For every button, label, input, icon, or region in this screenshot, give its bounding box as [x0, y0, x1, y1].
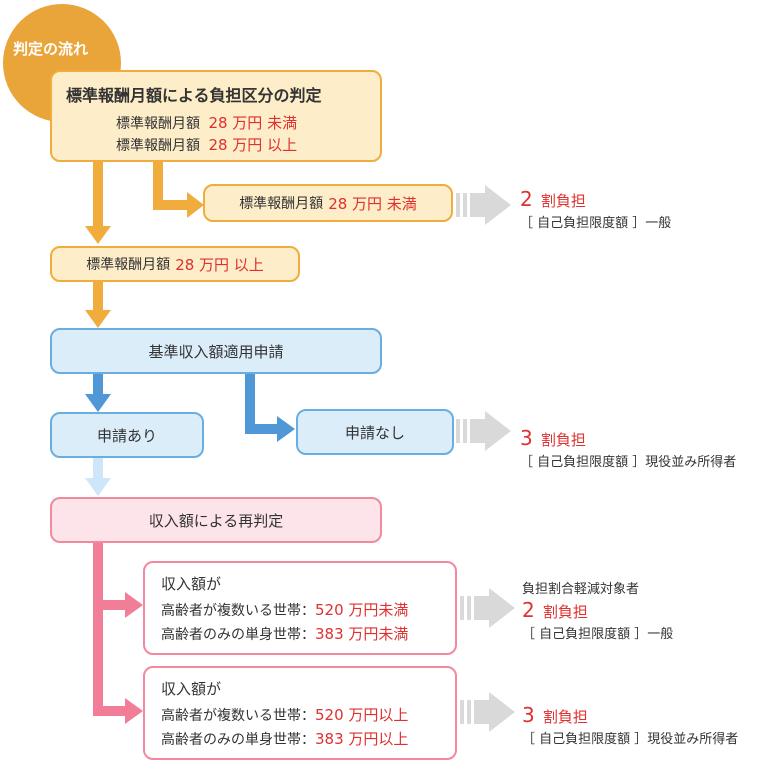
- income-high-line1-value: 520 万円以上: [315, 706, 409, 724]
- pink-connector: [93, 541, 143, 724]
- result-income-high-limit: ［ 自己負担限度額 ］現役並み所得者: [522, 732, 739, 747]
- income-high-line1-label: 高齢者が複数いる世帯：: [161, 708, 315, 724]
- branch-over28-prefix: 標準報酬月額: [86, 257, 171, 273]
- income-high-line2-value: 383 万円以上: [315, 730, 409, 748]
- result-income-low: 負担割合軽減対象者 2 割負担 ［ 自己負担限度額 ］一般: [522, 578, 673, 642]
- step1-line2-value: 28 万円 以上: [208, 136, 298, 154]
- gray-result-arrow-3: [460, 588, 515, 628]
- result-not-applied-ratio: 3: [520, 426, 533, 450]
- step1-judgement-box: 標準報酬月額による負担区分の判定 標準報酬月額 28 万円 未満 標準報酬月額 …: [50, 70, 382, 162]
- result-income-low-note: 負担割合軽減対象者: [522, 582, 640, 597]
- branch-over28-value: 28 万円 以上: [175, 255, 264, 274]
- income-low-line1: 高齢者が複数いる世帯：520 万円未満: [161, 599, 408, 620]
- application-box: 基準収入額適用申請: [50, 328, 382, 374]
- income-high-line1: 高齢者が複数いる世帯：520 万円以上: [161, 704, 408, 725]
- rejudge-title: 収入額による再判定: [148, 511, 284, 530]
- blue-connector-down: [85, 372, 111, 412]
- orange-connector-down-2: [85, 282, 111, 328]
- branch-under28-value: 28 万円 未満: [328, 194, 417, 213]
- light-blue-connector-down: [85, 456, 111, 496]
- branch-over28-box: 標準報酬月額 28 万円 以上: [50, 246, 300, 282]
- income-low-line2-value: 383 万円未満: [315, 625, 409, 643]
- flow-badge-label: 判定の流れ: [13, 40, 89, 58]
- income-high-box: 収入額が 高齢者が複数いる世帯：520 万円以上 高齢者のみの単身世帯：383 …: [143, 666, 457, 760]
- result-not-applied-limit: ［ 自己負担限度額 ］現役並み所得者: [520, 455, 737, 470]
- gray-result-arrow-1: [456, 185, 511, 225]
- applied-box: 申請あり: [50, 412, 204, 458]
- result-income-low-ratio: 2: [522, 598, 535, 622]
- result-income-low-limit: ［ 自己負担限度額 ］一般: [522, 627, 674, 642]
- step1-line1-value: 28 万円 未満: [208, 114, 298, 132]
- result-under28-ratio-suffix: 割負担: [540, 192, 586, 210]
- income-high-line2: 高齢者のみの単身世帯：383 万円以上: [161, 728, 408, 749]
- result-not-applied: 3 割負担 ［ 自己負担限度額 ］現役並み所得者: [520, 426, 736, 470]
- application-title: 基準収入額適用申請: [148, 342, 284, 361]
- result-under28-limit: ［ 自己負担限度額 ］一般: [520, 216, 672, 231]
- result-income-high-ratio: 3: [522, 703, 535, 727]
- result-under28: 2 割負担 ［ 自己負担限度額 ］一般: [520, 187, 671, 231]
- not-applied-box: 申請なし: [296, 409, 454, 455]
- rejudge-box: 収入額による再判定: [50, 497, 382, 543]
- step1-line2: 標準報酬月額 28 万円 以上: [116, 134, 297, 155]
- branch-under28-prefix: 標準報酬月額: [239, 196, 324, 212]
- income-low-box: 収入額が 高齢者が複数いる世帯：520 万円未満 高齢者のみの単身世帯：383 …: [143, 561, 457, 655]
- not-applied-label: 申請なし: [344, 423, 405, 442]
- result-under28-ratio: 2: [520, 187, 533, 211]
- step1-line1: 標準報酬月額 28 万円 未満: [116, 112, 297, 133]
- blue-connector-right: [245, 372, 295, 442]
- result-income-high-ratio-suffix: 割負担: [542, 708, 588, 726]
- income-low-heading: 収入額が: [161, 575, 222, 593]
- gray-result-arrow-4: [460, 692, 515, 732]
- step1-line1-prefix: 標準報酬月額: [116, 116, 200, 132]
- step1-title: 標準報酬月額による負担区分の判定: [66, 86, 322, 105]
- step1-line2-prefix: 標準報酬月額: [116, 138, 200, 154]
- income-high-heading: 収入額が: [161, 680, 222, 698]
- income-low-line2: 高齢者のみの単身世帯：383 万円未満: [161, 623, 408, 644]
- income-low-line1-label: 高齢者が複数いる世帯：: [161, 603, 315, 619]
- orange-connector-down-1: [85, 160, 111, 244]
- result-income-high: 3 割負担 ［ 自己負担限度額 ］現役並み所得者: [522, 703, 738, 747]
- result-income-low-ratio-suffix: 割負担: [542, 603, 588, 621]
- income-high-line2-label: 高齢者のみの単身世帯：: [161, 732, 315, 748]
- branch-under28-box: 標準報酬月額 28 万円 未満: [203, 184, 453, 222]
- result-not-applied-ratio-suffix: 割負担: [540, 431, 586, 449]
- income-low-line1-value: 520 万円未満: [315, 601, 409, 619]
- gray-result-arrow-2: [456, 411, 511, 451]
- orange-connector-right-branch: [153, 160, 204, 218]
- income-low-line2-label: 高齢者のみの単身世帯：: [161, 627, 315, 643]
- applied-label: 申請あり: [96, 426, 157, 445]
